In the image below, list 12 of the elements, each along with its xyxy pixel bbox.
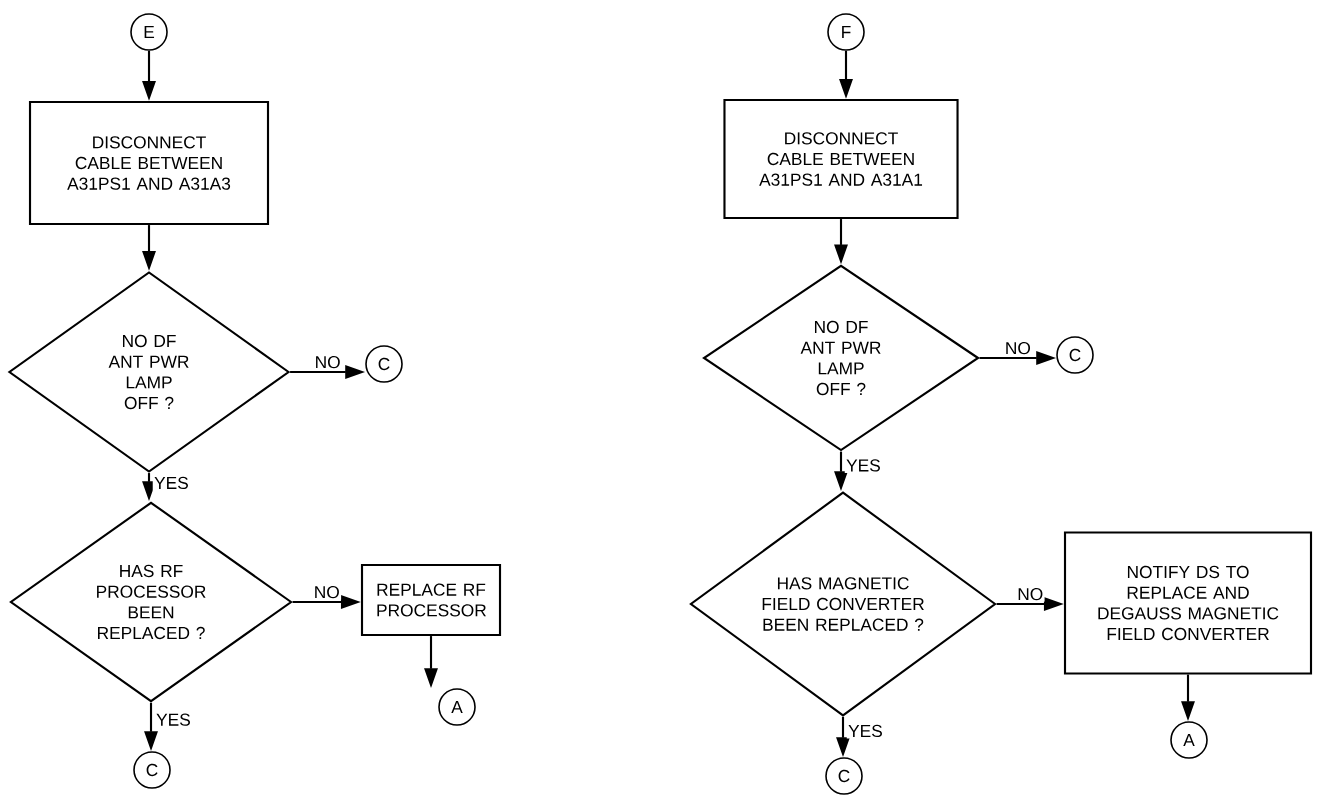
edge-label: YES xyxy=(152,475,191,491)
edge-label: NO xyxy=(1015,586,1045,602)
edge-label: YES xyxy=(154,712,193,728)
process-box: DISCONNECT CABLE BETWEEN A31PS1 AND A31A1 xyxy=(723,98,959,220)
edge-label: NO xyxy=(313,354,342,370)
process-box: NOTIFY DS TO REPLACE AND DEGAUSS MAGNETIC FIELD CONVERTER xyxy=(1063,531,1313,675)
process-box: REPLACE RF PROCESSOR xyxy=(360,563,502,637)
edge-label: NO xyxy=(1003,340,1033,356)
edge-label: YES xyxy=(846,723,885,739)
edge-label: YES xyxy=(844,457,883,473)
process-box: DISCONNECT CABLE BETWEEN A31PS1 AND A31A3 xyxy=(28,100,270,226)
edge-label: NO xyxy=(312,584,342,600)
